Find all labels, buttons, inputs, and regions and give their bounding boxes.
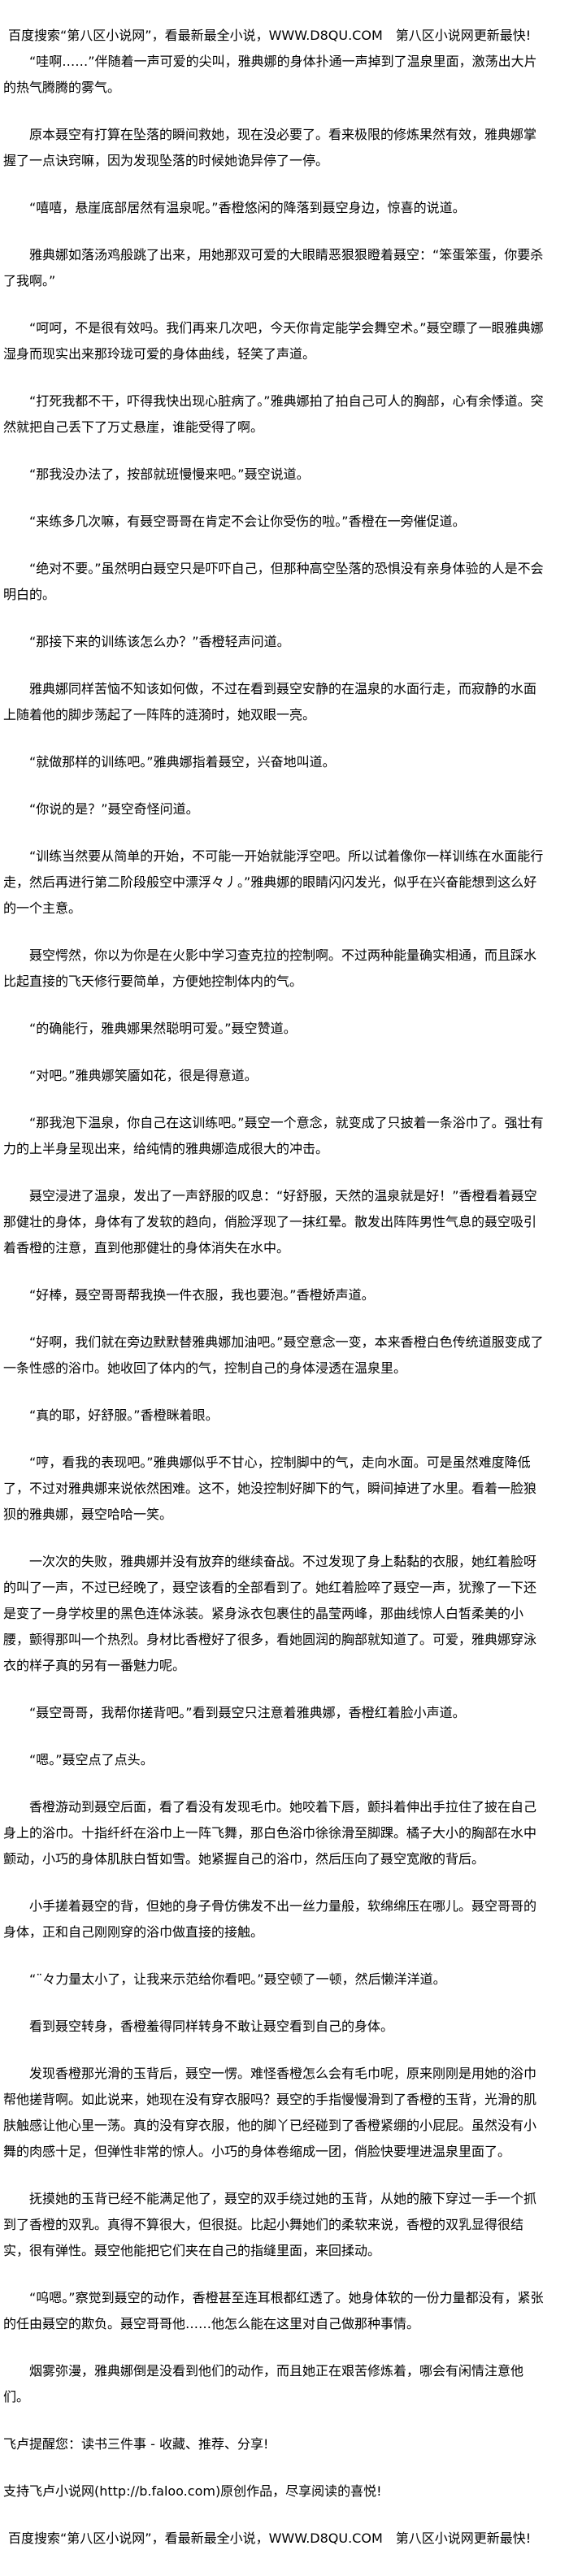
story-paragraph: “嘻嘻，悬崖底部居然有温泉呢。”香橙悠闲的降落到聂空身边，惊喜的说道。 bbox=[29, 200, 466, 215]
story-paragraph: “好啊，我们就在旁边默默替雅典娜加油吧。”聂空意念一变，本来香橙白色传统道服变成… bbox=[3, 1334, 544, 1376]
story-paragraph: 烟雾弥漫，雅典娜倒是没看到他们的动作，而且她正在艰苦修炼着，哪会有闲情注意他们。 bbox=[3, 2363, 524, 2405]
story-paragraph: 原本聂空有打算在坠落的瞬间救她，现在没必要了。看来极限的修炼果然有效，雅典娜掌握… bbox=[3, 127, 537, 168]
site-banner-bottom: 百度搜索“第八区小说网”，看最新最全小说，WWW.D8QU.COM 第八区小说网… bbox=[8, 2530, 532, 2546]
story-paragraph: “的确能行，雅典娜果然聪明可爱。”聂空赞道。 bbox=[29, 1021, 297, 1036]
story-paragraph: 香橙游动到聂空后面，看了看没有发现毛巾。她咬着下唇，颤抖着伸出手拉住了披在自己身… bbox=[3, 1799, 537, 1867]
story-paragraph: 聂空浸进了温泉，发出了一声舒服的叹息：“好舒服，天然的温泉就是好！”香橙看着聂空… bbox=[3, 1188, 537, 1255]
story-paragraph: “打死我都不干，吓得我快出现心脏病了。”雅典娜拍了拍自己可人的胸部，心有余悸道。… bbox=[3, 393, 544, 435]
story-paragraph: “你说的是？”聂空奇怪问道。 bbox=[29, 801, 199, 817]
story-paragraph: 雅典娜如落汤鸡般跳了出来，用她那双可爱的大眼睛恶狠狠瞪着聂空：“笨蛋笨蛋，你要杀… bbox=[3, 247, 544, 288]
story-paragraph: “呜嗯。”察觉到聂空的动作，香橙甚至连耳根都红透了。她身体软的一份力量都没有，紧… bbox=[3, 2290, 544, 2331]
story-paragraph: “训练当然要从简单的开始，不可能一开始就能浮空吧。所以试着像你一样训练在水面能行… bbox=[3, 848, 544, 916]
story-paragraph: “¨々力量太小了，让我来示范给你看吧。”聂空顿了一顿，然后懒洋洋道。 bbox=[29, 1971, 446, 1987]
story-paragraph: “好棒，聂空哥哥帮我换一件衣服，我也要泡。”香橙娇声道。 bbox=[29, 1287, 375, 1303]
story-paragraph: 抚摸她的玉背已经不能满足他了，聂空的双手绕过她的玉背，从她的腋下穿过一手一个抓到… bbox=[3, 2191, 537, 2258]
story-paragraph: 发现香橙那光滑的玉背后，聂空一愣。难怪香橙怎么会有毛巾呢，原来刚刚是用她的浴巾帮… bbox=[3, 2066, 537, 2159]
story-paragraph: 雅典娜同样苦恼不知该如何做，不过在看到聂空安静的在温泉的水面行走，而寂静的水面上… bbox=[3, 681, 537, 722]
story-paragraph: “那我没办法了，按部就班慢慢来吧。”聂空说道。 bbox=[29, 466, 310, 482]
story-paragraph: “哼，看我的表现吧。”雅典娜似乎不甘心，控制脚中的气，走向水面。可是虽然难度降低… bbox=[3, 1455, 537, 1522]
story-paragraph: “呵呵，不是很有效吗。我们再来几次吧，今天你肯定能学会舞空术。”聂空瞟了一眼雅典… bbox=[3, 320, 544, 362]
story-paragraph: “哇啊……”伴随着一声可爱的尖叫，雅典娜的身体扑通一声掉到了温泉里面，激荡出大片… bbox=[3, 54, 537, 95]
story-paragraph: “就做那样的训练吧。”雅典娜指着聂空，兴奋地叫道。 bbox=[29, 754, 336, 770]
story-paragraph: 一次次的失败，雅典娜并没有放弃的继续奋战。不过发现了身上黏黏的衣服，她红着脸呀的… bbox=[3, 1554, 537, 1673]
story-paragraph: 聂空愕然，你以为你是在火影中学习查克拉的控制啊。不过两种能量确实相通，而且踩水比… bbox=[3, 948, 537, 989]
faloo-support-note: 支持飞卢小说网(http://b.faloo.com)原创作品，尽享阅读的喜悦! bbox=[3, 2483, 382, 2499]
story-paragraph: 小手搓着聂空的背，但她的身子骨仿佛发不出一丝力量般，软绵绵压在哪儿。聂空哥哥的身… bbox=[3, 1898, 537, 1940]
story-paragraph: “绝对不要。”虽然明白聂空只是吓吓自己，但那种高空坠落的恐惧没有亲身体验的人是不… bbox=[3, 561, 544, 602]
story-paragraph: “嗯。”聂空点了点头。 bbox=[29, 1752, 154, 1767]
story-paragraph: “那接下来的训练该怎么办？”香橙轻声问道。 bbox=[29, 634, 290, 649]
story-paragraph: 看到聂空转身，香橙羞得同样转身不敢让聂空看到自己的身体。 bbox=[29, 2019, 394, 2034]
story-paragraph: “聂空哥哥，我帮你搓背吧。”看到聂空只注意着雅典娜，香橙红着脸小声道。 bbox=[29, 1705, 466, 1720]
site-banner-top: 百度搜索“第八区小说网”，看最新最全小说，WWW.D8QU.COM 第八区小说网… bbox=[8, 28, 532, 43]
story-paragraph: “真的耶，好舒服。”香橙眯着眼。 bbox=[29, 1407, 219, 1423]
story-paragraph: “来练多几次嘛，有聂空哥哥在肯定不会让你受伤的啦。”香橙在一旁催促道。 bbox=[29, 514, 466, 529]
chapter-body: “哇啊……”伴随着一声可爱的尖叫，雅典娜的身体扑通一声掉到了温泉里面，激荡出大片… bbox=[3, 49, 548, 2410]
faloo-reminder: 飞卢提醒您：读书三件事 - 收藏、推荐、分享! bbox=[3, 2436, 269, 2452]
story-paragraph: “那我泡下温泉，你自己在这训练吧。”聂空一个意念，就变成了只披着一条浴巾了。强壮… bbox=[3, 1115, 544, 1156]
story-paragraph: “对吧。”雅典娜笑靥如花，很是得意道。 bbox=[29, 1068, 258, 1083]
